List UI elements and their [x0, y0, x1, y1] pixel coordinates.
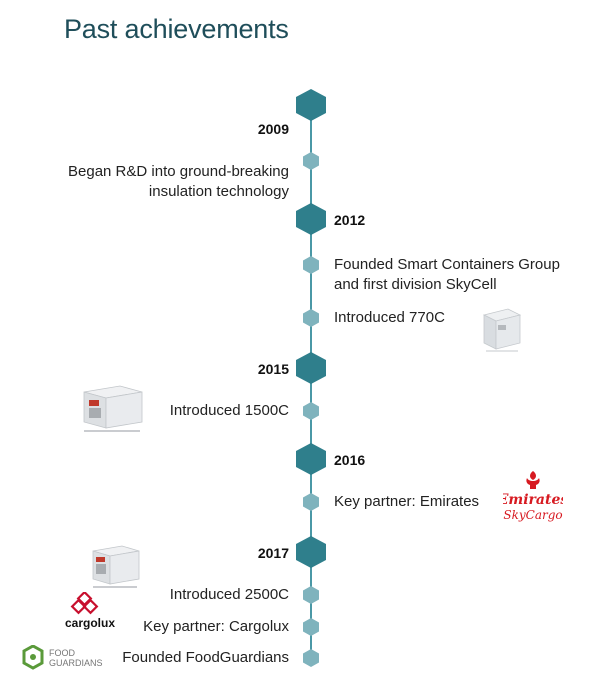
timeline-node-2009 [296, 89, 326, 121]
event-node-2500c [303, 586, 319, 604]
event-text-cargolux: Key partner: Cargolux [143, 618, 289, 635]
container-1500c-image [80, 384, 146, 439]
year-label-2015: 2015 [257, 361, 289, 377]
event-text-770c: Introduced 770C [334, 309, 445, 326]
event-text-line: insulation technology [148, 183, 289, 200]
page-title: Past achievements [64, 14, 289, 44]
event-node-1500c [303, 402, 319, 420]
event-text-line: Founded Smart Containers Group [334, 256, 560, 273]
foodguardians-logo-text-line1: FOOD [49, 648, 75, 658]
event-node-cargolux [303, 618, 319, 636]
event-text-line: Began R&D into ground-breaking [68, 163, 289, 180]
emirates-logo-text: Emirates [503, 492, 563, 508]
foodguardians-logo-text-line2: GUARDIANS [49, 658, 103, 668]
event-node-rd [303, 152, 319, 170]
event-text-founded-scg: Founded Smart Containers Group and first… [334, 255, 560, 295]
event-node-foodguardians [303, 649, 319, 667]
container-2500c-image [90, 544, 142, 595]
event-text-rd: Began R&D into ground-breaking insulatio… [68, 162, 289, 202]
cargolux-logo-text: cargolux [65, 616, 115, 630]
event-node-emirates [303, 493, 319, 511]
event-text-emirates: Key partner: Emirates [334, 493, 480, 510]
event-text-2500c: Introduced 2500C [169, 586, 289, 603]
event-text-line: and first division SkyCell [334, 276, 497, 293]
year-label-2017: 2017 [257, 545, 289, 561]
skycargo-logo-text: SkyCargo [503, 508, 562, 522]
event-node-770c [303, 309, 319, 327]
year-label-2009: 2009 [257, 121, 289, 137]
year-label-2012: 2012 [334, 212, 366, 228]
foodguardians-logo: FOOD GUARDIANS [22, 644, 110, 676]
event-text-foodguardians: Founded FoodGuardians [122, 649, 289, 666]
cargolux-logo: cargolux [58, 590, 122, 637]
event-text-1500c: Introduced 1500C [169, 402, 289, 419]
year-label-2016: 2016 [334, 452, 366, 468]
event-node-founded-scg [303, 256, 319, 274]
emirates-skycargo-logo: Emirates SkyCargo [497, 468, 568, 531]
container-770c-image [478, 305, 524, 362]
timeline-node-2016 [296, 443, 326, 475]
timeline-node-2015 [296, 352, 326, 384]
timeline-node-2017 [296, 536, 326, 568]
timeline-node-2012 [296, 203, 326, 235]
